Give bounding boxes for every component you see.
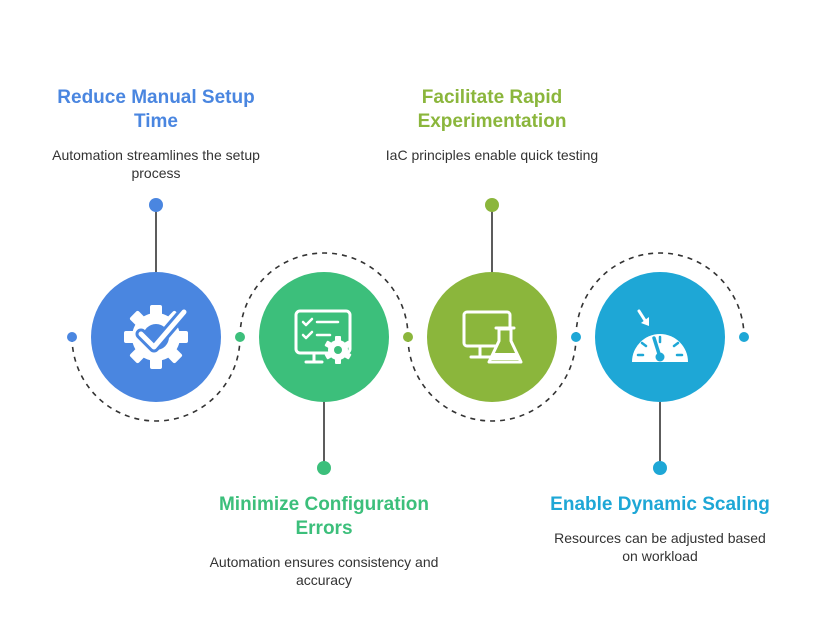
step-label-1: Reduce Manual Setup Time Automation stre… (41, 86, 271, 182)
dashed-wave-connector (71, 252, 745, 422)
step-label-3: Minimize Configuration Errors Automation… (209, 493, 439, 589)
stem-1 (149, 198, 163, 272)
step-title: Facilitate Rapid Experimentation (417, 87, 567, 132)
gear-check-icon (124, 305, 190, 369)
stem-4 (653, 402, 667, 475)
monitor-flask-icon (462, 310, 523, 364)
stem-2 (485, 198, 499, 272)
step-description: IaC principles enable quick testing (385, 147, 599, 163)
step-description: Resources can be adjusted based on workl… (554, 530, 766, 564)
step-label-4: Enable Dynamic Scaling Resources can be … (545, 493, 775, 565)
step-title: Minimize Configuration Errors (218, 494, 430, 539)
junction-dots (67, 332, 749, 342)
step-circle-3 (427, 272, 557, 402)
stem-3 (317, 402, 331, 475)
gauge-icon (632, 309, 688, 362)
step-title: Enable Dynamic Scaling (550, 494, 770, 515)
step-circle-2 (259, 272, 389, 402)
step-description: Automation streamlines the setup process (52, 147, 260, 181)
step-label-2: Facilitate Rapid Experimentation IaC pri… (377, 86, 607, 164)
step-title: Reduce Manual Setup Time (57, 87, 255, 132)
checklist-gear-icon (294, 309, 352, 364)
step-description: Automation ensures consistency and accur… (209, 554, 439, 588)
